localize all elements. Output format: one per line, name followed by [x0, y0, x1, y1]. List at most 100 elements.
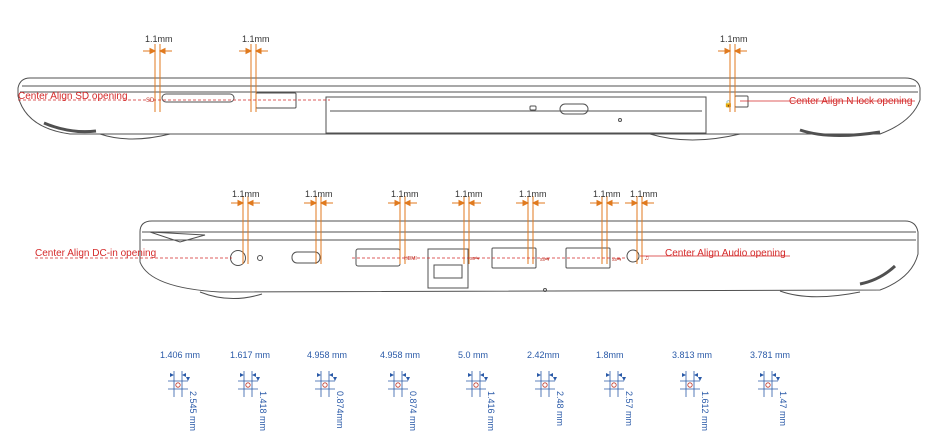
spec-item: 4.958 mm0.874mm: [307, 350, 347, 429]
spec-arrow: [317, 373, 321, 377]
port-spec-details: 1.406 mm2.545 mm 1.617 mm 1.418 mm 4.958 mm…: [160, 350, 790, 431]
spec-arrow: [622, 377, 626, 381]
spec-arrow: [333, 377, 337, 381]
spec-port-glyph: [687, 382, 693, 388]
spec-width-label: 1.617 mm: [230, 350, 270, 360]
top-side-view: SD 🔒: [17, 77, 921, 141]
spec-port-glyph: [542, 382, 548, 388]
spec-height-label: 0.874mm: [335, 391, 345, 429]
bottom-hinge: [149, 231, 206, 243]
spec-arrow: [698, 377, 702, 381]
top-left-foot: [43, 121, 97, 134]
dimension-marker: [516, 196, 545, 264]
spec-port-glyph: [245, 382, 251, 388]
optical-drive: [325, 96, 707, 134]
spec-port-glyph: [473, 382, 479, 388]
sd-icon: SD: [146, 98, 155, 104]
spec-height-label: 2.545 mm: [188, 391, 198, 431]
dc-callout: Center Align DC-in opening: [35, 248, 156, 259]
dimension-marker: [388, 196, 417, 264]
spec-height-label: 2.57 mm: [624, 391, 634, 426]
dimension-label: 1.1mm: [593, 189, 621, 199]
spec-item: 1.406 mm2.545 mm: [160, 350, 200, 431]
usb-c-port: [291, 251, 321, 264]
ethernet-port: [427, 248, 469, 289]
spec-item: 2.42mm 2.48 mm: [527, 350, 565, 426]
spec-arrow: [390, 373, 394, 377]
hdmi-icon: HDMI: [404, 256, 417, 262]
dimension-label: 1.1mm: [145, 34, 173, 44]
bottom-right-foot: [779, 290, 861, 298]
spec-arrow: [776, 377, 780, 381]
spec-arrow: [252, 373, 256, 377]
usb-icon: ss⇆: [612, 257, 621, 263]
spec-port-glyph: [175, 382, 181, 388]
spec-arrow: [240, 373, 244, 377]
dimension-label: 1.1mm: [391, 189, 419, 199]
sd-slot: [161, 93, 235, 103]
screw-hole: [543, 288, 547, 292]
spec-width-label: 3.813 mm: [672, 350, 712, 360]
spec-item: 1.617 mm 1.418 mm: [230, 350, 270, 431]
spec-width-label: 2.42mm: [527, 350, 560, 360]
spec-width-label: 1.8mm: [596, 350, 624, 360]
bottom-dimension-markers: [231, 196, 654, 264]
spec-arrow: [553, 377, 557, 381]
spec-height-label: 2.48 mm: [555, 391, 565, 426]
dimension-label: 1.1mm: [630, 189, 658, 199]
dimension-marker: [718, 44, 747, 112]
dimension-marker: [590, 196, 619, 264]
spec-item: 3.813 mm1.612 mm: [672, 350, 712, 431]
optical-eject-led: [529, 105, 537, 111]
dimension-label: 1.1mm: [720, 34, 748, 44]
spec-height-label: 0.874 mm: [408, 391, 418, 431]
spec-item: 1.8mm 2.57 mm: [596, 350, 634, 426]
spec-arrow: [537, 373, 541, 377]
spec-arrow: [406, 377, 410, 381]
spec-arrow: [484, 377, 488, 381]
bottom-port-icons: HDMI ss⇆ ss⇆ ss⇆ ♫: [404, 255, 649, 263]
spec-arrow: [760, 373, 764, 377]
spec-arrow: [606, 373, 610, 377]
spec-arrow: [480, 373, 484, 377]
bottom-left-foot: [199, 291, 263, 300]
top-dimension-markers: [143, 44, 747, 112]
led-indicator: [257, 255, 263, 261]
spec-width-label: 3.781 mm: [750, 350, 790, 360]
lock-icon: 🔒: [724, 100, 733, 108]
sd-callout: Center Align SD opening: [18, 91, 128, 102]
spec-port-glyph: [322, 382, 328, 388]
spec-arrow: [186, 377, 190, 381]
top-right-foot: [799, 128, 881, 138]
top-dimension-labels: 1.1mm 1.1mm 1.1mm: [145, 34, 748, 44]
spec-width-label: 5.0 mm: [458, 350, 488, 360]
dimension-label: 1.1mm: [232, 189, 260, 199]
spec-arrow: [618, 373, 622, 377]
lock-callout: Center Align N lock opening: [789, 96, 912, 107]
dimension-marker: [452, 196, 481, 264]
spec-arrow: [772, 373, 776, 377]
spec-arrow: [694, 373, 698, 377]
spec-item: 3.781 mm 1.47 mm: [750, 350, 790, 426]
spec-arrow: [549, 373, 553, 377]
top-bottom-bump: [649, 133, 741, 141]
spec-arrow: [468, 373, 472, 377]
optical-eject-button: [559, 103, 589, 115]
spec-height-label: 1.47 mm: [778, 391, 788, 426]
top-bottom-bump: [99, 133, 171, 140]
spec-item: 5.0 mm 1.416 mm: [458, 350, 496, 431]
spec-height-label: 1.416 mm: [486, 391, 496, 431]
spec-port-glyph: [611, 382, 617, 388]
audio-jack: [626, 249, 640, 263]
lock-slot: [734, 95, 749, 108]
spec-height-label: 1.418 mm: [258, 391, 268, 431]
dimension-label: 1.1mm: [305, 189, 333, 199]
dimension-label: 1.1mm: [455, 189, 483, 199]
spec-item: 4.958 mm 0.874 mm: [380, 350, 420, 431]
dimension-marker: [239, 44, 268, 112]
spec-arrow: [170, 373, 174, 377]
spec-arrow: [402, 373, 406, 377]
spec-width-label: 4.958 mm: [380, 350, 420, 360]
usb-icon: ss⇆: [540, 257, 549, 263]
